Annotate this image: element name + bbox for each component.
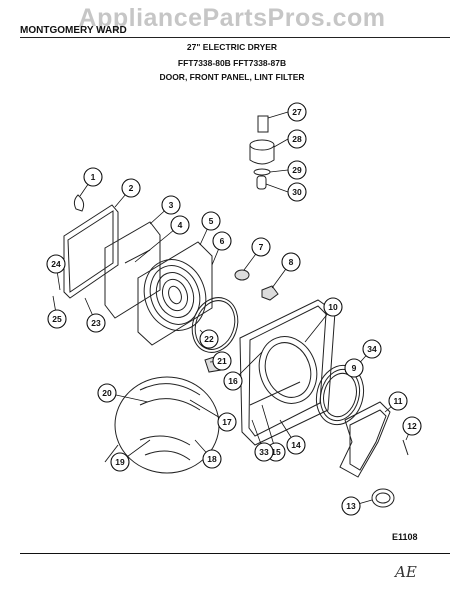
- svg-text:23: 23: [91, 318, 101, 328]
- footer-rule: [20, 553, 450, 554]
- callout-8: 8: [281, 252, 301, 272]
- handwritten-initials: AE: [395, 563, 417, 581]
- svg-text:2: 2: [129, 183, 134, 193]
- callout-18: 18: [202, 449, 222, 469]
- svg-text:27: 27: [292, 107, 302, 117]
- callout-21: 21: [212, 351, 232, 371]
- callout-29: 29: [287, 160, 307, 180]
- svg-text:25: 25: [52, 314, 62, 324]
- svg-text:1: 1: [91, 172, 96, 182]
- callout-11: 11: [388, 391, 408, 411]
- svg-text:24: 24: [51, 259, 61, 269]
- svg-text:29: 29: [292, 165, 302, 175]
- part-door-hinge: [73, 194, 85, 212]
- svg-text:33: 33: [259, 447, 269, 457]
- callout-19: 19: [110, 452, 130, 472]
- brand-label: MONTGOMERY WARD: [20, 25, 127, 36]
- part-door-strike: [234, 269, 250, 281]
- svg-text:16: 16: [228, 376, 238, 386]
- callout-5: 5: [201, 211, 221, 231]
- svg-text:17: 17: [222, 417, 232, 427]
- svg-text:12: 12: [407, 421, 417, 431]
- callout-27: 27: [287, 102, 307, 122]
- callout-24: 24: [46, 254, 66, 274]
- part-filter-housing: [249, 139, 275, 165]
- part-door-outer-panel: [63, 204, 119, 299]
- part-front-panel: [239, 299, 336, 446]
- svg-text:22: 22: [204, 334, 214, 344]
- svg-text:28: 28: [292, 134, 302, 144]
- section-title: DOOR, FRONT PANEL, LINT FILTER: [159, 72, 305, 82]
- callout-13: 13: [341, 496, 361, 516]
- svg-text:13: 13: [346, 501, 356, 511]
- model-numbers: FFT7338-80B FFT7338-87B: [177, 58, 287, 68]
- svg-text:3: 3: [169, 200, 174, 210]
- svg-text:8: 8: [289, 257, 294, 267]
- svg-text:34: 34: [367, 344, 377, 354]
- diagram-code: E1108: [392, 532, 418, 542]
- callout-34: 34: [362, 339, 382, 359]
- callout-2: 2: [121, 178, 141, 198]
- part-lint-duct: [339, 401, 391, 478]
- svg-text:4: 4: [178, 220, 183, 230]
- svg-text:19: 19: [115, 457, 125, 467]
- svg-text:15: 15: [271, 447, 281, 457]
- callout-1: 1: [83, 167, 103, 187]
- dryer-title: 27" ELECTRIC DRYER: [186, 42, 278, 52]
- callout-7: 7: [251, 237, 271, 257]
- callout-17: 17: [217, 412, 237, 432]
- callout-9: 9: [344, 358, 364, 378]
- svg-text:11: 11: [394, 396, 403, 406]
- part-inner-door-screen: [137, 241, 213, 346]
- part-door-glass: [104, 221, 161, 319]
- svg-text:30: 30: [292, 187, 302, 197]
- svg-text:18: 18: [207, 454, 217, 464]
- part-filter-top: [257, 115, 269, 133]
- header-rule: [20, 37, 450, 38]
- part-filter-sleeve: [253, 168, 271, 176]
- callout-4: 4: [170, 215, 190, 235]
- svg-text:6: 6: [220, 236, 225, 246]
- part-door-gasket: [191, 297, 239, 353]
- svg-text:10: 10: [328, 302, 338, 312]
- callout-6: 6: [212, 231, 232, 251]
- callout-3: 3: [161, 195, 181, 215]
- svg-text:5: 5: [209, 216, 214, 226]
- part-screw: [402, 439, 409, 456]
- callout-33: 33: [254, 442, 274, 462]
- callout-20: 20: [97, 383, 117, 403]
- part-door-catch: [261, 285, 279, 301]
- callout-22: 22: [199, 329, 219, 349]
- part-filter-plug: [256, 175, 267, 190]
- callout-30: 30: [287, 182, 307, 202]
- callout-16: 16: [223, 371, 243, 391]
- part-duct-seal: [371, 488, 395, 508]
- callout-14: 14: [286, 435, 306, 455]
- svg-text:9: 9: [352, 363, 357, 373]
- callout-12: 12: [402, 416, 422, 436]
- svg-text:20: 20: [102, 388, 112, 398]
- svg-text:14: 14: [291, 440, 301, 450]
- watermark-text: AppliancePartsPros.com: [78, 4, 386, 32]
- svg-text:7: 7: [259, 242, 264, 252]
- callout-25: 25: [47, 309, 67, 329]
- callout-10: 10: [323, 297, 343, 317]
- callout-28: 28: [287, 129, 307, 149]
- callout-23: 23: [86, 313, 106, 333]
- svg-text:21: 21: [217, 356, 227, 366]
